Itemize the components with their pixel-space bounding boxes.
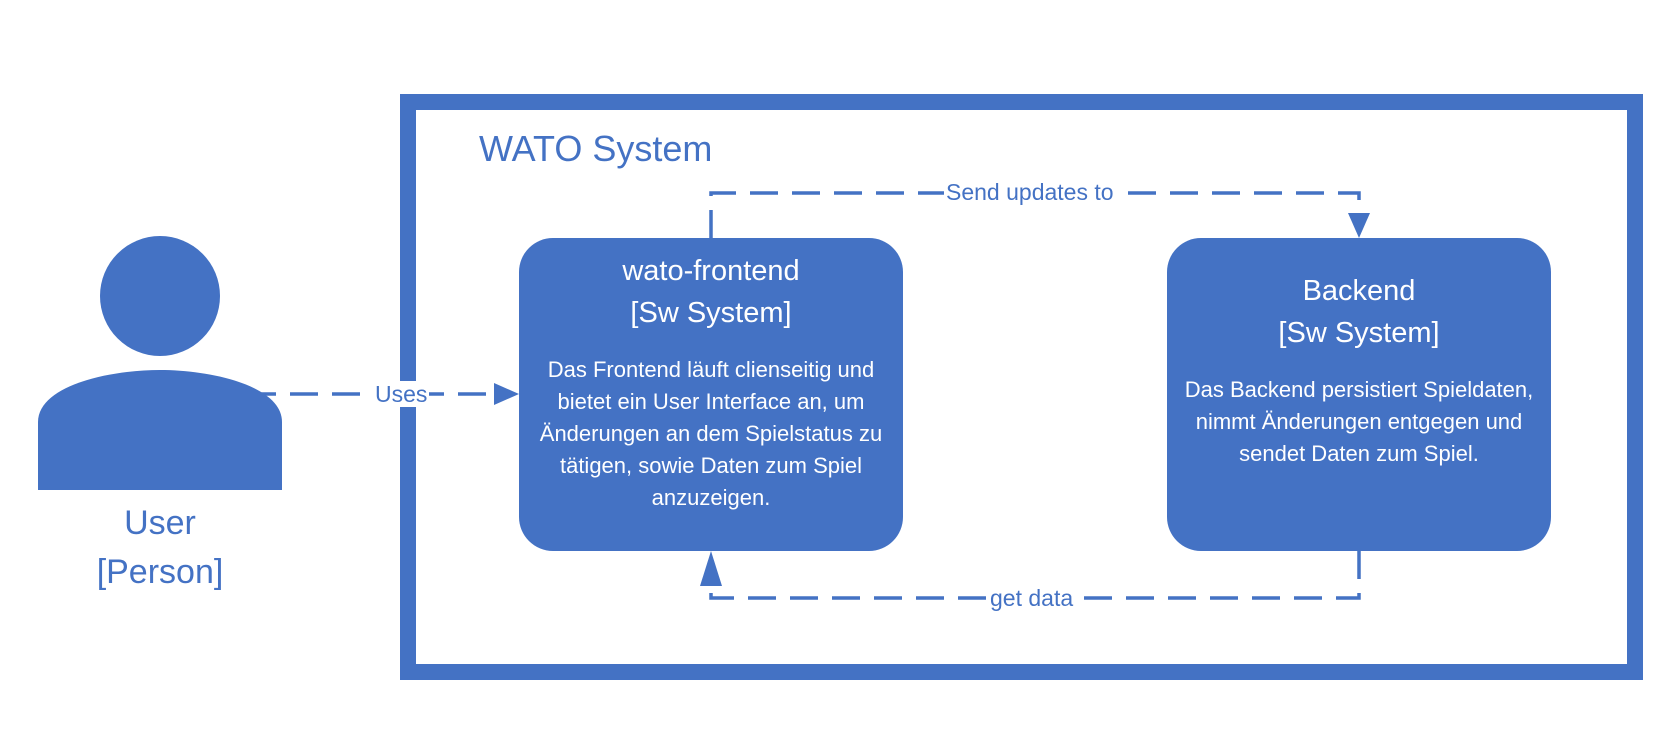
frontend-container: wato-frontend [Sw System] Das Frontend l… xyxy=(519,238,903,551)
frontend-name: wato-frontend xyxy=(622,255,800,287)
get-data-label: get data xyxy=(988,585,1076,611)
person-icon xyxy=(38,236,282,490)
uses-arrowhead xyxy=(494,383,519,405)
system-boundary-title: WATO System xyxy=(479,128,713,169)
person-name: User xyxy=(124,504,196,542)
get-data-arrowhead xyxy=(700,551,722,586)
backend-name: Backend xyxy=(1302,275,1416,307)
backend-description: Das Backend persistiert Spieldaten, nimm… xyxy=(1184,377,1534,466)
uses-label: Uses xyxy=(373,381,430,407)
person-kind: [Person] xyxy=(96,553,224,591)
send-updates-arrowhead xyxy=(1348,213,1370,238)
backend-kind: [Sw System] xyxy=(1278,317,1440,349)
frontend-description: Das Frontend läuft clienseitig und biete… xyxy=(539,357,883,510)
send-updates-label: Send updates to xyxy=(944,179,1116,205)
get-data-connector-line xyxy=(709,551,1361,600)
frontend-kind: [Sw System] xyxy=(630,297,792,329)
send-updates-connector-line xyxy=(709,191,1361,238)
backend-container: Backend [Sw System] Das Backend persisti… xyxy=(1167,238,1551,551)
